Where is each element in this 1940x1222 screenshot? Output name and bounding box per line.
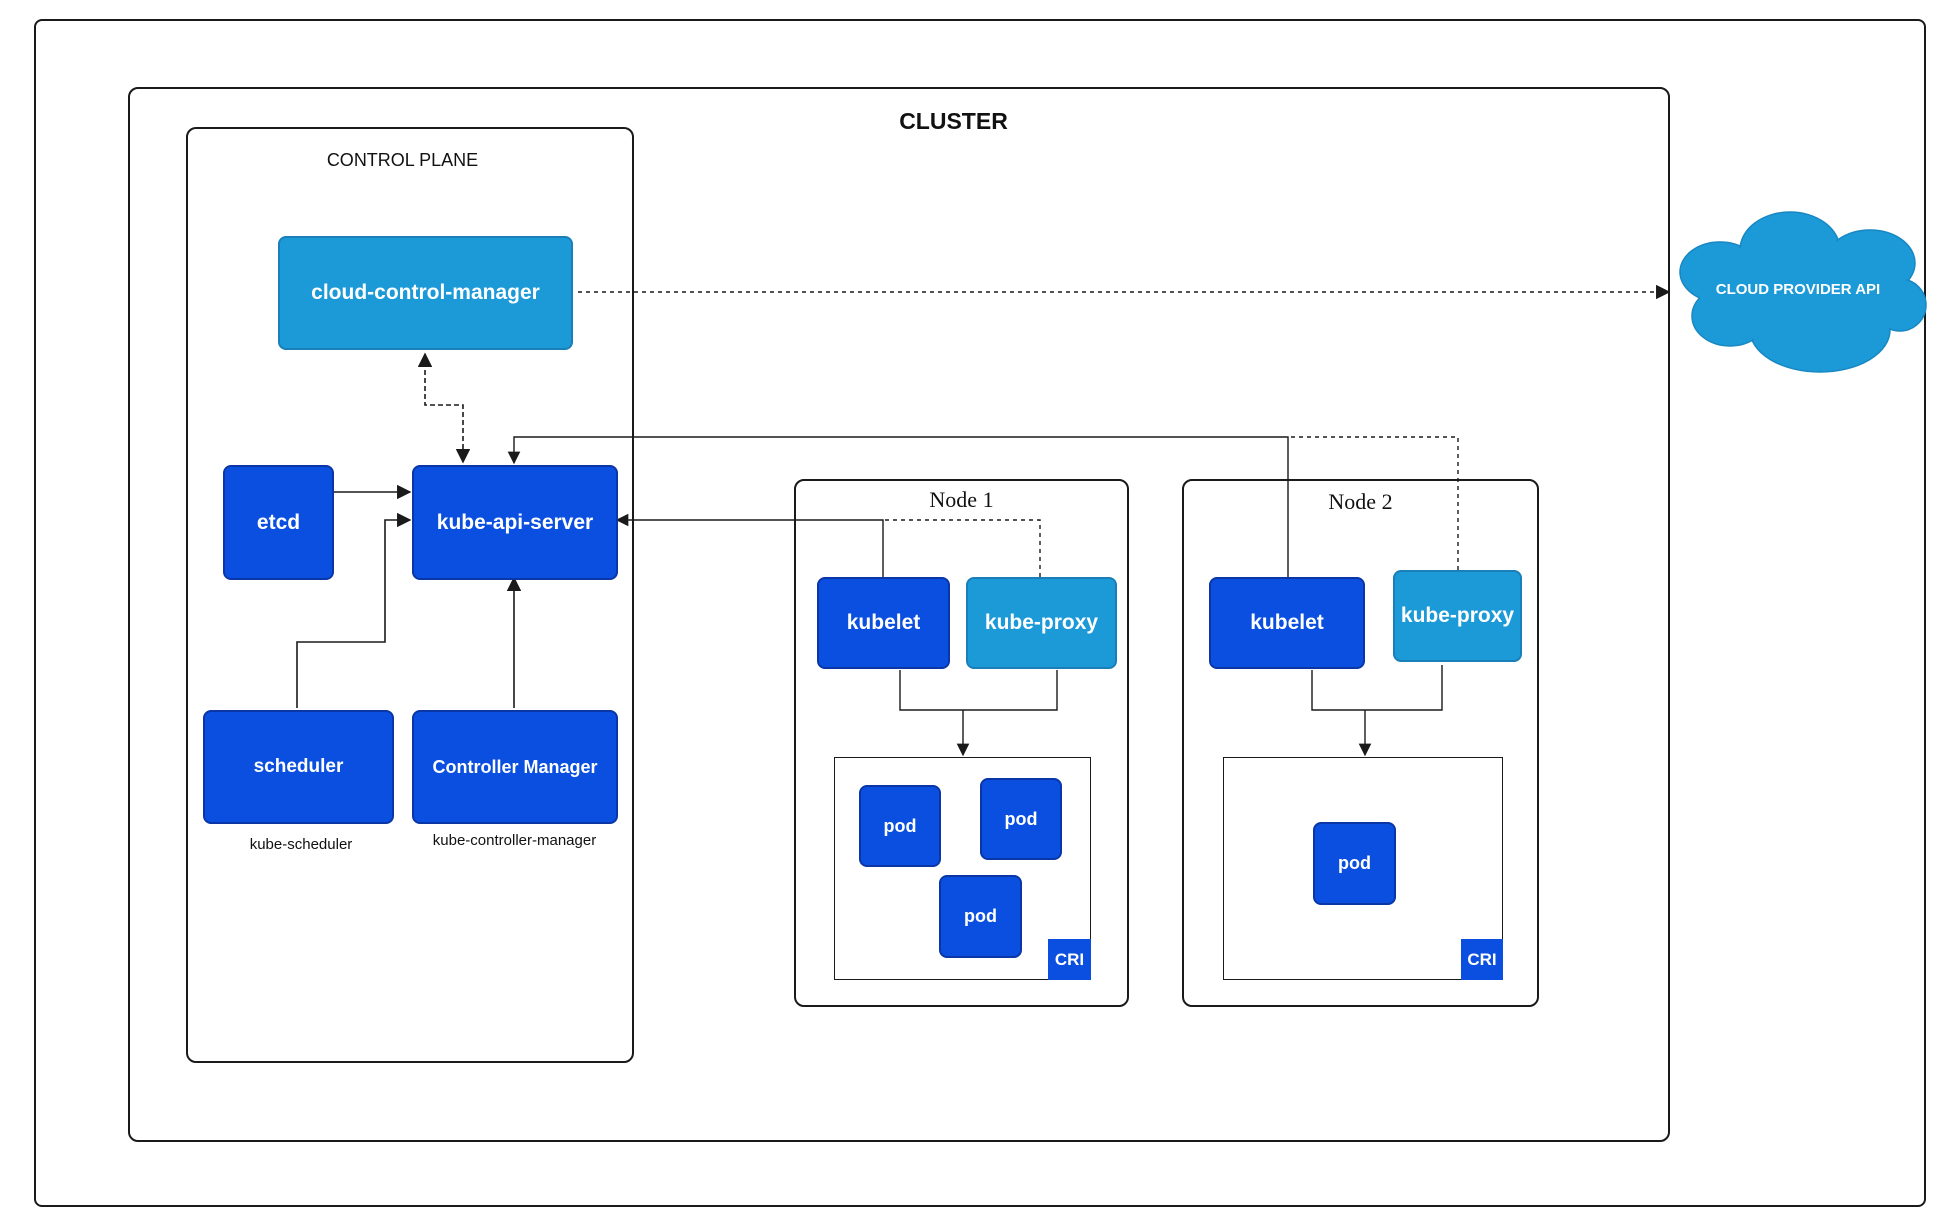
node-1-title: Node 1 [929, 487, 994, 512]
node-2-kubelet-box[interactable]: kubelet [1209, 577, 1365, 669]
scheduler-api-connector [296, 512, 412, 708]
control-plane-title: CONTROL PLANE [326, 150, 479, 170]
etcd-box[interactable]: etcd [223, 465, 334, 580]
node2-kubelet-api-connector [507, 436, 1289, 577]
node-2-title: Node 2 [1328, 489, 1393, 514]
control-plane-boundary [186, 127, 634, 1063]
cloud-provider-label: CLOUD PROVIDER API [1715, 281, 1881, 298]
node-1-pod[interactable]: pod [980, 778, 1062, 860]
outer-frame [34, 19, 1926, 1207]
node-1-cri-badge: CRI [1048, 939, 1091, 980]
cloud-fill [1682, 214, 1924, 370]
node1-proxy-api-connector [883, 519, 1041, 577]
node-1-pod[interactable]: pod [939, 875, 1022, 958]
node1-kubelet-api-connector [615, 513, 884, 577]
kube-api-server-box[interactable]: kube-api-server [412, 465, 618, 580]
controller-manager-box[interactable]: Controller Manager [412, 710, 618, 824]
cluster-boundary [128, 87, 1670, 1142]
node-2-cri-badge: CRI [1461, 939, 1503, 980]
scheduler-box[interactable]: scheduler [203, 710, 394, 824]
node-1-pod[interactable]: pod [859, 785, 941, 867]
controller-manager-caption: kube-controller-manager [432, 832, 597, 849]
node-2-kube-proxy-box[interactable]: kube-proxy [1393, 570, 1522, 662]
scheduler-caption: kube-scheduler [249, 836, 353, 853]
cluster-title: CLUSTER [899, 108, 1008, 134]
node-2-boundary [1182, 479, 1539, 1007]
node2-proxy-api-connector [1288, 436, 1459, 570]
ccm-api-connector [417, 352, 471, 464]
cloud-control-manager-box[interactable]: cloud-control-manager [278, 236, 573, 350]
node-2-pod[interactable]: pod [1313, 822, 1396, 905]
node-1-boundary [794, 479, 1129, 1007]
node-1-kubelet-box[interactable]: kubelet [817, 577, 950, 669]
node1-pod-connector [899, 670, 1058, 711]
node2-pod-connector [1311, 665, 1443, 711]
node-1-kube-proxy-box[interactable]: kube-proxy [966, 577, 1117, 669]
